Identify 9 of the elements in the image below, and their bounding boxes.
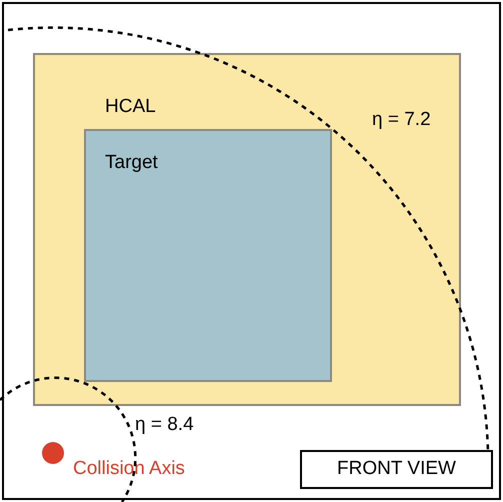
region-box bbox=[84, 129, 332, 382]
region-box bbox=[300, 450, 493, 489]
box-label: FRONT VIEW bbox=[337, 457, 456, 482]
box-label: HCAL bbox=[105, 95, 156, 119]
region-box bbox=[33, 53, 461, 406]
eta-label: η = 7.2 bbox=[372, 108, 431, 132]
eta-label: η = 8.4 bbox=[135, 413, 194, 437]
axis-label: Collision Axis bbox=[73, 457, 185, 481]
box-label: Target bbox=[105, 151, 158, 175]
